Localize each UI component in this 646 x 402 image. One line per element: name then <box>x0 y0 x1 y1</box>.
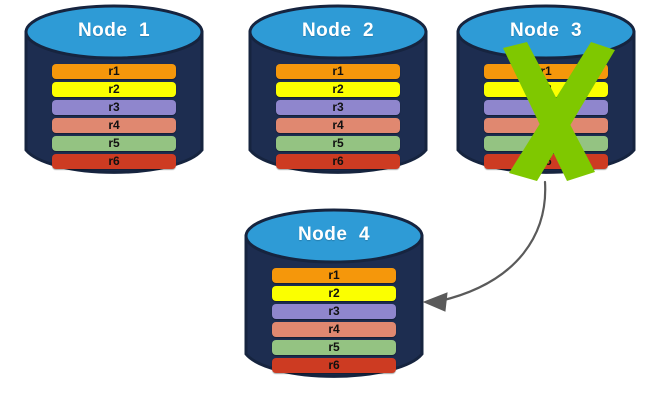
row-bar[interactable]: r3 <box>52 100 176 115</box>
row-bar[interactable]: r4 <box>272 322 396 337</box>
row-label: r3 <box>332 100 344 114</box>
row-bar[interactable]: r5 <box>484 136 608 151</box>
node-title-1: Node 1 <box>77 20 151 41</box>
row-bar[interactable]: r1 <box>52 64 176 79</box>
row-label: r2 <box>328 286 340 300</box>
row-bar[interactable]: r6 <box>276 154 400 169</box>
row-bar[interactable]: r2 <box>276 82 400 97</box>
node-title-4: Node 4 <box>297 224 371 245</box>
node-rows-3: r1 r2 r3 r4 r5 r6 <box>484 64 608 172</box>
row-label: r6 <box>108 154 120 168</box>
node-rows-1: r1 r2 r3 r4 r5 r6 <box>52 64 176 172</box>
row-label: r6 <box>332 154 344 168</box>
row-label: r2 <box>332 82 344 96</box>
row-bar[interactable]: r5 <box>276 136 400 151</box>
row-label: r2 <box>108 82 120 96</box>
node-title-3: Node 3 <box>509 20 583 41</box>
row-bar[interactable]: r1 <box>276 64 400 79</box>
row-label: r4 <box>540 118 552 132</box>
node-rows-4: r1 r2 r3 r4 r5 r6 <box>272 268 396 376</box>
row-label: r1 <box>332 64 344 78</box>
row-bar[interactable]: r3 <box>484 100 608 115</box>
row-label: r1 <box>108 64 120 78</box>
row-bar[interactable]: r4 <box>484 118 608 133</box>
row-bar[interactable]: r1 <box>484 64 608 79</box>
row-label: r1 <box>540 64 552 78</box>
row-bar[interactable]: r5 <box>52 136 176 151</box>
row-label: r4 <box>108 118 120 132</box>
row-label: r1 <box>328 268 340 282</box>
row-label: r4 <box>328 322 340 336</box>
arrowhead-icon <box>422 292 448 312</box>
row-label: r5 <box>108 136 120 150</box>
row-bar[interactable]: r2 <box>484 82 608 97</box>
row-label: r5 <box>540 136 552 150</box>
row-bar[interactable]: r4 <box>52 118 176 133</box>
row-label: r6 <box>328 358 340 372</box>
row-bar[interactable]: r6 <box>484 154 608 169</box>
row-label: r3 <box>328 304 340 318</box>
node-cylinder-4[interactable]: Node 4 r1 r2 r3 r4 r5 r6 <box>243 208 425 388</box>
row-bar[interactable]: r1 <box>272 268 396 283</box>
row-bar[interactable]: r2 <box>272 286 396 301</box>
row-label: r3 <box>108 100 120 114</box>
row-bar[interactable]: r4 <box>276 118 400 133</box>
row-bar[interactable]: r6 <box>272 358 396 373</box>
row-bar[interactable]: r5 <box>272 340 396 355</box>
row-label: r5 <box>332 136 344 150</box>
node-cylinder-1[interactable]: Node 1 r1 r2 r3 r4 r5 r6 <box>23 4 205 184</box>
row-label: r3 <box>540 100 552 114</box>
node-cylinder-3[interactable]: Node 3 r1 r2 r3 r4 r5 r6 <box>455 4 637 184</box>
row-label: r4 <box>332 118 344 132</box>
row-label: r5 <box>328 340 340 354</box>
row-bar[interactable]: r2 <box>52 82 176 97</box>
row-bar[interactable]: r3 <box>276 100 400 115</box>
row-label: r2 <box>540 82 552 96</box>
row-bar[interactable]: r6 <box>52 154 176 169</box>
node-cylinder-2[interactable]: Node 2 r1 r2 r3 r4 r5 r6 <box>247 4 429 184</box>
row-bar[interactable]: r3 <box>272 304 396 319</box>
node-title-2: Node 2 <box>301 20 375 41</box>
node-rows-2: r1 r2 r3 r4 r5 r6 <box>276 64 400 172</box>
row-label: r6 <box>540 154 552 168</box>
arrow-node3-to-node4 <box>438 180 547 303</box>
